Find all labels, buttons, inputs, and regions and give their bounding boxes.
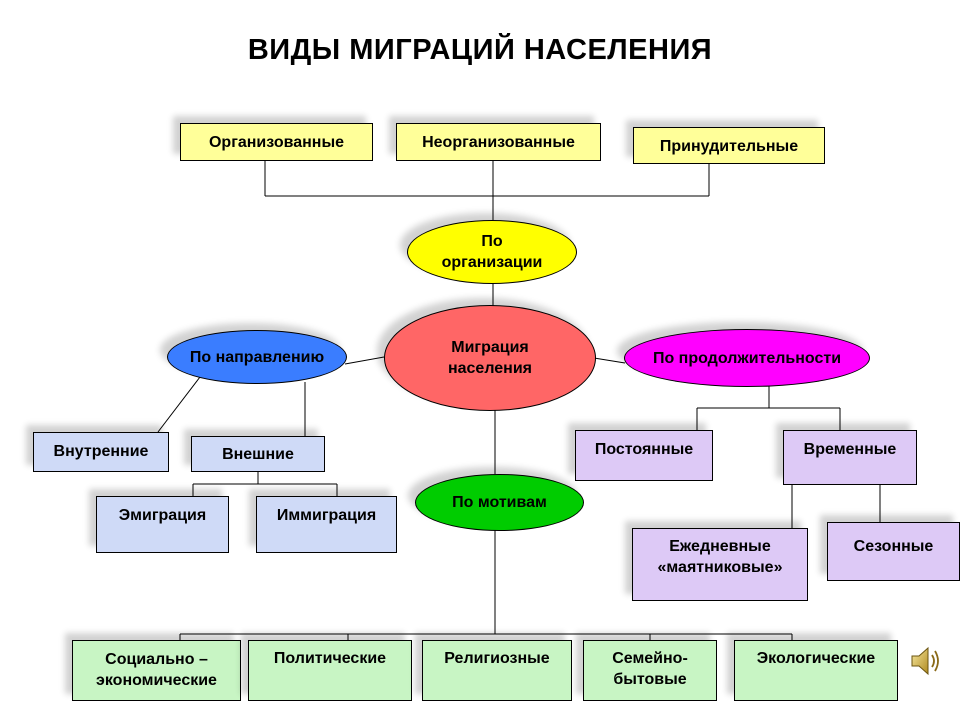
box-external-label: Внешние	[222, 446, 294, 463]
ellipse-by-duration: По продолжительности	[624, 329, 870, 387]
box-political: Политические	[248, 640, 412, 701]
box-ecological-label: Экологические	[756, 650, 876, 667]
ellipse-by-duration-label: По продолжительности	[652, 349, 842, 367]
ellipse-by-motives: По мотивам	[415, 474, 584, 531]
box-unorganized-label: Неорганизованные	[422, 134, 575, 151]
box-forced: Принудительные	[633, 127, 825, 164]
box-internal: Внутренние	[33, 432, 169, 472]
box-forced-label: Принудительные	[659, 138, 799, 155]
box-daily-pendulum: Ежедневные «маятниковые»	[632, 528, 808, 601]
ellipse-by-organization-line2: организации	[441, 254, 543, 271]
box-socio-economic-line1: Социально –	[105, 651, 208, 668]
box-socio-economic: Социально – экономические	[72, 640, 241, 701]
box-permanent-label: Постоянные	[594, 441, 694, 458]
box-immigration: Иммиграция	[256, 496, 397, 553]
box-permanent: Постоянные	[575, 430, 713, 481]
box-religious-label: Религиозные	[444, 650, 550, 667]
box-ecological: Экологические	[734, 640, 898, 701]
page-title: ВИДЫ МИГРАЦИЙ НАСЕЛЕНИЯ	[247, 34, 713, 66]
box-religious: Религиозные	[422, 640, 572, 701]
box-daily-line2: «маятниковые»	[657, 559, 783, 576]
ellipse-center-migration: Миграция населения	[384, 305, 596, 411]
ellipse-by-organization: По организации	[407, 220, 577, 284]
box-family-line1: Семейно-	[612, 650, 688, 667]
box-temporary-label: Временные	[803, 441, 897, 458]
box-family-household: Семейно- бытовые	[583, 640, 717, 701]
box-immigration-label: Иммиграция	[276, 507, 377, 524]
box-seasonal: Сезонные	[827, 522, 960, 581]
ellipse-by-direction: По направлению	[167, 330, 347, 384]
ellipse-by-organization-line1: По	[481, 233, 503, 250]
box-organized-label: Организованные	[208, 134, 345, 151]
box-socio-economic-line2: экономические	[96, 672, 217, 689]
box-internal-label: Внутренние	[53, 443, 149, 460]
center-line2: населения	[447, 360, 533, 377]
box-temporary: Временные	[783, 430, 917, 485]
center-line1: Миграция	[451, 339, 529, 356]
box-unorganized: Неорганизованные	[396, 123, 601, 161]
box-family-line2: бытовые	[613, 671, 687, 688]
box-political-label: Политические	[273, 650, 387, 667]
ellipse-by-motives-label: По мотивам	[452, 494, 547, 511]
box-daily-line1: Ежедневные	[669, 538, 771, 555]
box-emigration-label: Эмиграция	[118, 507, 207, 524]
box-emigration: Эмиграция	[96, 496, 229, 553]
ellipse-by-direction-label: По направлению	[189, 348, 325, 366]
box-external: Внешние	[191, 436, 325, 472]
box-organized: Организованные	[180, 123, 373, 161]
box-seasonal-label: Сезонные	[853, 538, 934, 555]
speaker-icon[interactable]	[908, 644, 942, 678]
